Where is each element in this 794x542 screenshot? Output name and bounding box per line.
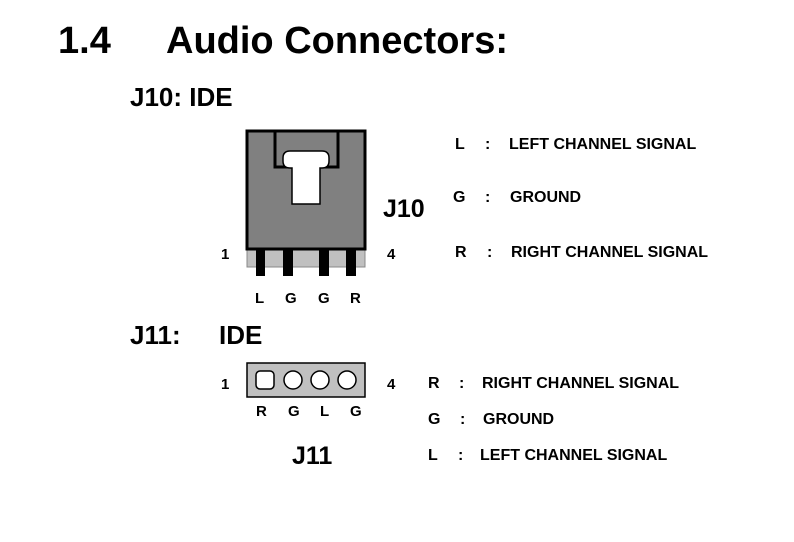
legend-sep: : bbox=[460, 411, 466, 428]
j11-pin-label: L bbox=[320, 403, 330, 420]
j11-pin-first: 1 bbox=[221, 376, 230, 393]
j11-heading-type: IDE bbox=[219, 320, 263, 350]
legend-key: G bbox=[453, 189, 466, 206]
j11-heading-id: J11: bbox=[130, 320, 181, 350]
j10-pin-label: L bbox=[255, 290, 265, 307]
legend-text: GROUND bbox=[510, 189, 582, 206]
j10-pin-label: R bbox=[350, 290, 361, 307]
legend-text: GROUND bbox=[483, 411, 555, 428]
legend-sep: : bbox=[485, 189, 491, 206]
j11-pin-label: G bbox=[288, 403, 300, 420]
j11-pin-2 bbox=[283, 370, 303, 390]
legend-sep: : bbox=[459, 375, 465, 392]
legend-key: L bbox=[455, 136, 465, 153]
j10-connector bbox=[245, 129, 367, 276]
j10-heading-id: J10: bbox=[130, 82, 183, 112]
legend-key: L bbox=[428, 447, 438, 464]
legend-text: LEFT CHANNEL SIGNAL bbox=[480, 447, 668, 464]
j10-heading: J10: IDE bbox=[130, 82, 233, 113]
legend-text: LEFT CHANNEL SIGNAL bbox=[509, 136, 697, 153]
j10-key-slot bbox=[282, 150, 330, 205]
j10-heading-type: IDE bbox=[189, 82, 233, 112]
j11-pin-3 bbox=[310, 370, 330, 390]
j10-pin-2 bbox=[283, 249, 293, 276]
j10-label: J10 bbox=[383, 195, 425, 223]
legend-sep: : bbox=[487, 244, 493, 261]
legend-text: RIGHT CHANNEL SIGNAL bbox=[511, 244, 709, 261]
j10-pin-label: G bbox=[318, 290, 330, 307]
j11-pin-1 bbox=[255, 370, 275, 390]
j10-pin-last: 4 bbox=[387, 246, 396, 263]
j10-pin-label: G bbox=[285, 290, 297, 307]
section-title: Audio Connectors: bbox=[166, 20, 508, 62]
legend-sep: : bbox=[458, 447, 464, 464]
legend-key: R bbox=[428, 375, 440, 392]
j11-label: J11 bbox=[292, 442, 333, 470]
j10-pin-1 bbox=[256, 249, 265, 276]
j11-pin-4 bbox=[337, 370, 357, 390]
j10-pin-3 bbox=[319, 249, 329, 276]
j10-pin-4 bbox=[346, 249, 356, 276]
legend-key: R bbox=[455, 244, 467, 261]
j11-connector bbox=[246, 362, 366, 398]
legend-key: G bbox=[428, 411, 441, 428]
j11-pin-label: G bbox=[350, 403, 362, 420]
legend-sep: : bbox=[485, 136, 491, 153]
j10-pin-first: 1 bbox=[221, 246, 230, 263]
j11-pin-last: 4 bbox=[387, 376, 396, 393]
j11-pin-label: R bbox=[256, 403, 267, 420]
legend-text: RIGHT CHANNEL SIGNAL bbox=[482, 375, 680, 392]
section-number: 1.4 bbox=[58, 20, 111, 62]
